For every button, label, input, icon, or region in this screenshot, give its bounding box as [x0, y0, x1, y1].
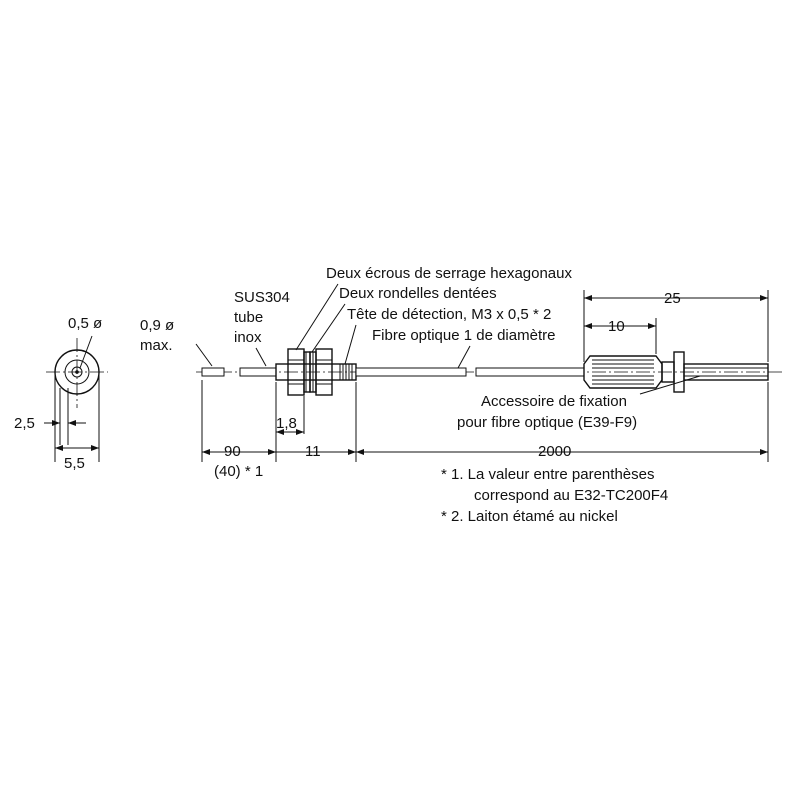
- attachment-leader: [639, 375, 701, 395]
- note-1-line-2: correspond au E32-TC200F4: [474, 487, 668, 504]
- fiber-leader: [457, 345, 471, 369]
- end-view-core-dot: [75, 370, 79, 374]
- end-view: 0,5 ø 2,5 5,5: [14, 315, 108, 472]
- sus-tube-segment: [239, 367, 277, 377]
- core-leader: [79, 335, 93, 369]
- height-arrow-a: [52, 420, 60, 426]
- head-callout: Tête de détection, M3 x 0,5 * 2: [347, 306, 551, 323]
- nuts-leader: [295, 283, 339, 351]
- dim-thread-small: 1,8: [276, 415, 297, 432]
- material-label-1: SUS304: [234, 289, 290, 306]
- dim-head-length: 11: [305, 443, 321, 460]
- material-label-2: tube: [234, 309, 263, 326]
- dim-attachment-body: 10: [608, 318, 625, 335]
- material-label-3: inox: [234, 329, 262, 346]
- fiber-tip-segment: [201, 367, 225, 377]
- dim-attachment-total: 25: [664, 290, 681, 307]
- dim-tip-length-alt: (40) * 1: [214, 463, 263, 480]
- core-diameter-label: 0,5 ø: [68, 315, 102, 332]
- dimensions: 1,8 90 (40) * 1 11 2000 25 10: [201, 290, 769, 480]
- attachment-sleeve: [683, 363, 769, 381]
- end-view-ring: [64, 359, 90, 385]
- attachment-knurling: [592, 359, 654, 385]
- hex-nut-2: [315, 348, 333, 396]
- notes: * 1. La valeur entre parenthèses corresp…: [441, 466, 668, 525]
- side-view: [196, 348, 782, 396]
- attachment-callout-2: pour fibre optique (E39-F9): [457, 414, 637, 431]
- width-label: 5,5: [64, 455, 85, 472]
- tip-diameter-max: max.: [140, 337, 173, 354]
- material-leader: [255, 347, 267, 367]
- attachment-callout-1: Accessoire de fixation: [481, 393, 627, 410]
- fiber-cable-segment-2: [475, 367, 585, 377]
- height-arrow-b: [68, 420, 76, 426]
- fiber-callout: Fibre optique 1 de diamètre: [372, 327, 555, 344]
- tip-leader: [195, 343, 213, 367]
- width-arrow-b: [91, 445, 99, 451]
- dim-fiber-length: 2000: [538, 443, 571, 460]
- height-label: 2,5: [14, 415, 35, 432]
- tip-diameter-label: 0,9 ø: [140, 317, 174, 334]
- dim-tip-length: 90: [224, 443, 241, 460]
- callouts: 0,9 ø max. SUS304 tube inox Deux écrous …: [140, 265, 701, 431]
- note-2: * 2. Laiton étamé au nickel: [441, 508, 618, 525]
- end-view-core: [71, 366, 83, 378]
- fiber-cable-segment-1: [355, 367, 467, 377]
- head-leader: [344, 324, 357, 365]
- washers-leader: [311, 303, 346, 353]
- washers-callout: Deux rondelles dentées: [339, 285, 497, 302]
- note-1-line-1: * 1. La valeur entre parenthèses: [441, 466, 654, 483]
- width-arrow-a: [55, 445, 63, 451]
- nuts-callout: Deux écrous de serrage hexagonaux: [326, 265, 572, 282]
- thread-hatching: [339, 364, 353, 380]
